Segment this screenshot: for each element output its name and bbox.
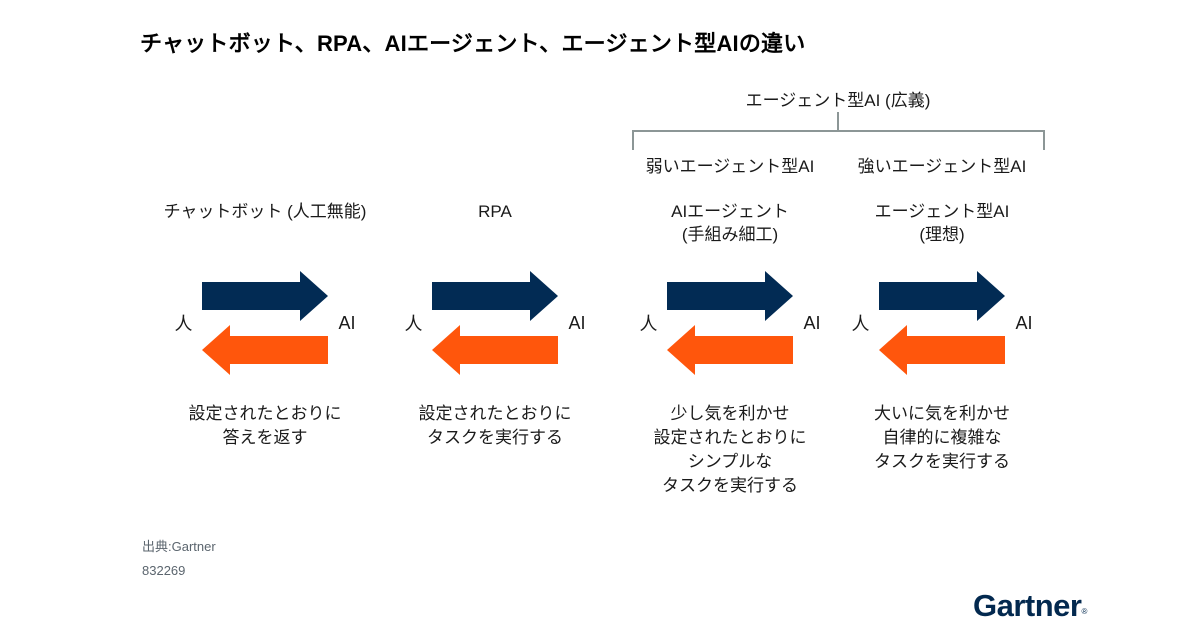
ai-label: AI bbox=[1015, 312, 1033, 333]
description-line: 設定されたとおりに bbox=[418, 404, 572, 423]
registered-mark-icon: ® bbox=[1081, 607, 1087, 616]
arrow-pair bbox=[667, 271, 794, 375]
arrow-pair bbox=[202, 271, 329, 375]
column-header-line: RPA bbox=[478, 202, 512, 221]
description-line: 答えを返す bbox=[222, 428, 308, 447]
right-arrow-icon bbox=[879, 271, 1006, 321]
column-header: チャットボット (人工無能) bbox=[150, 200, 380, 223]
arrow-diagram: 人 AI bbox=[615, 271, 845, 375]
column-rpa: RPA 人 AI 設定されたとおりに タスクを実行する bbox=[380, 196, 610, 526]
description-line: 設定されたとおりに bbox=[653, 428, 807, 447]
arrow-diagram: 人 AI bbox=[380, 271, 610, 375]
column-header-line: (理想) bbox=[919, 225, 965, 244]
arrow-diagram: 人 AI bbox=[827, 271, 1057, 375]
bracket-stem-line bbox=[837, 112, 839, 131]
arrow-diagram: 人 AI bbox=[150, 271, 380, 375]
right-arrow-icon bbox=[202, 271, 329, 321]
column-header: AIエージェント (手組み細工) bbox=[615, 200, 845, 246]
source-credit: 出典:Gartner bbox=[142, 539, 216, 554]
human-label: 人 bbox=[851, 314, 870, 334]
strong-agentic-ai-label: 強いエージェント型AI bbox=[857, 157, 1027, 176]
right-arrow-icon bbox=[667, 271, 794, 321]
arrow-pair bbox=[879, 271, 1006, 375]
left-arrow-icon bbox=[432, 325, 559, 375]
column-header-line: (手組み細工) bbox=[681, 225, 779, 244]
human-label: 人 bbox=[174, 314, 193, 334]
column-header-line: チャットボット (人工無能) bbox=[163, 202, 367, 221]
description-line: タスクを実行する bbox=[874, 452, 1010, 471]
ai-label: AI bbox=[568, 312, 586, 333]
column-description: 少し気を利かせ 設定されたとおりに シンプルな タスクを実行する bbox=[615, 402, 845, 498]
human-label: 人 bbox=[639, 314, 658, 334]
ai-label: AI bbox=[803, 312, 821, 333]
column-header: RPA bbox=[380, 200, 610, 223]
page-title: チャットボット、RPA、AIエージェント、エージェント型AIの違い bbox=[140, 31, 806, 56]
right-arrow-icon bbox=[432, 271, 559, 321]
column-description: 設定されたとおりに 答えを返す bbox=[150, 402, 380, 450]
column-description: 設定されたとおりに タスクを実行する bbox=[380, 402, 610, 450]
figure-id: 832269 bbox=[142, 563, 186, 578]
description-line: タスクを実行する bbox=[427, 428, 563, 447]
column-header-line: AIエージェント bbox=[671, 202, 789, 221]
ai-label: AI bbox=[338, 312, 356, 333]
description-line: シンプルな bbox=[687, 452, 773, 471]
description-line: 少し気を利かせ bbox=[670, 404, 790, 423]
description-line: 大いに気を利かせ bbox=[874, 404, 1010, 423]
column-description: 大いに気を利かせ 自律的に複雑な タスクを実行する bbox=[827, 402, 1057, 474]
weak-agentic-ai-label: 弱いエージェント型AI bbox=[645, 157, 815, 176]
gartner-logo-text: Gartner bbox=[973, 588, 1082, 623]
description-line: 自律的に複雑な bbox=[882, 428, 1002, 447]
bracket-right-tick bbox=[1043, 130, 1045, 150]
bracket-label: エージェント型AI (広義) bbox=[745, 91, 931, 110]
human-label: 人 bbox=[404, 314, 423, 334]
left-arrow-icon bbox=[667, 325, 794, 375]
bracket-left-tick bbox=[632, 130, 634, 150]
column-header: エージェント型AI (理想) bbox=[827, 200, 1057, 246]
bracket-horizontal-line bbox=[632, 130, 1045, 132]
description-line: タスクを実行する bbox=[662, 476, 798, 495]
column-agentic-ai: エージェント型AI (理想) 人 AI 大いに気を利かせ 自律的に複雑な タスク… bbox=[827, 196, 1057, 526]
left-arrow-icon bbox=[879, 325, 1006, 375]
description-line: 設定されたとおりに bbox=[188, 404, 342, 423]
left-arrow-icon bbox=[202, 325, 329, 375]
column-chatbot: チャットボット (人工無能) 人 AI 設定されたとおりに 答えを返す bbox=[150, 196, 380, 526]
gartner-logo: Gartner® bbox=[973, 588, 1087, 624]
arrow-pair bbox=[432, 271, 559, 375]
column-header-line: エージェント型AI bbox=[874, 202, 1010, 221]
column-ai-agent: AIエージェント (手組み細工) 人 AI 少し気を利かせ 設定されたとおりに … bbox=[615, 196, 845, 526]
